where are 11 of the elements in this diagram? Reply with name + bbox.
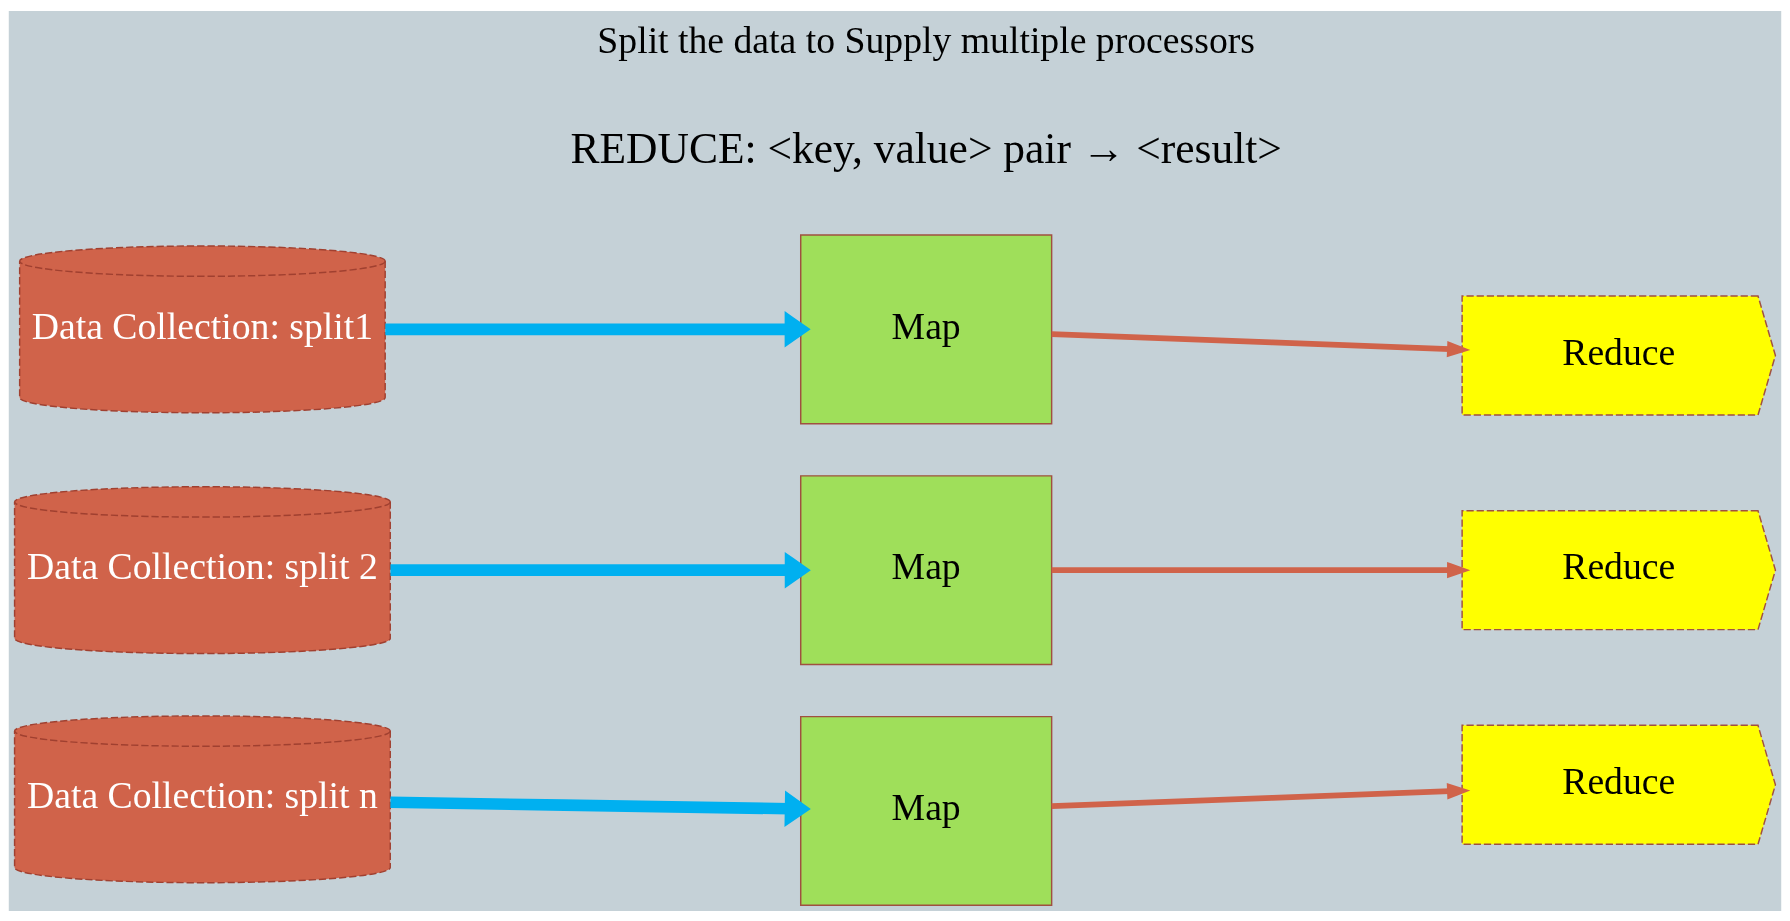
arrow xyxy=(1051,782,1471,809)
arrow xyxy=(390,551,811,588)
node-box: Map xyxy=(800,474,1053,665)
label: Split the data to Supply multiple processors xyxy=(597,18,1256,61)
arrow xyxy=(1051,330,1471,357)
arrow xyxy=(390,789,811,827)
label: REDUCE: <key, value> pair → <result> xyxy=(570,123,1282,172)
arrow xyxy=(1051,561,1471,578)
node-box: Map xyxy=(800,233,1053,424)
arrow xyxy=(385,310,811,348)
node-box: Map xyxy=(800,715,1053,906)
